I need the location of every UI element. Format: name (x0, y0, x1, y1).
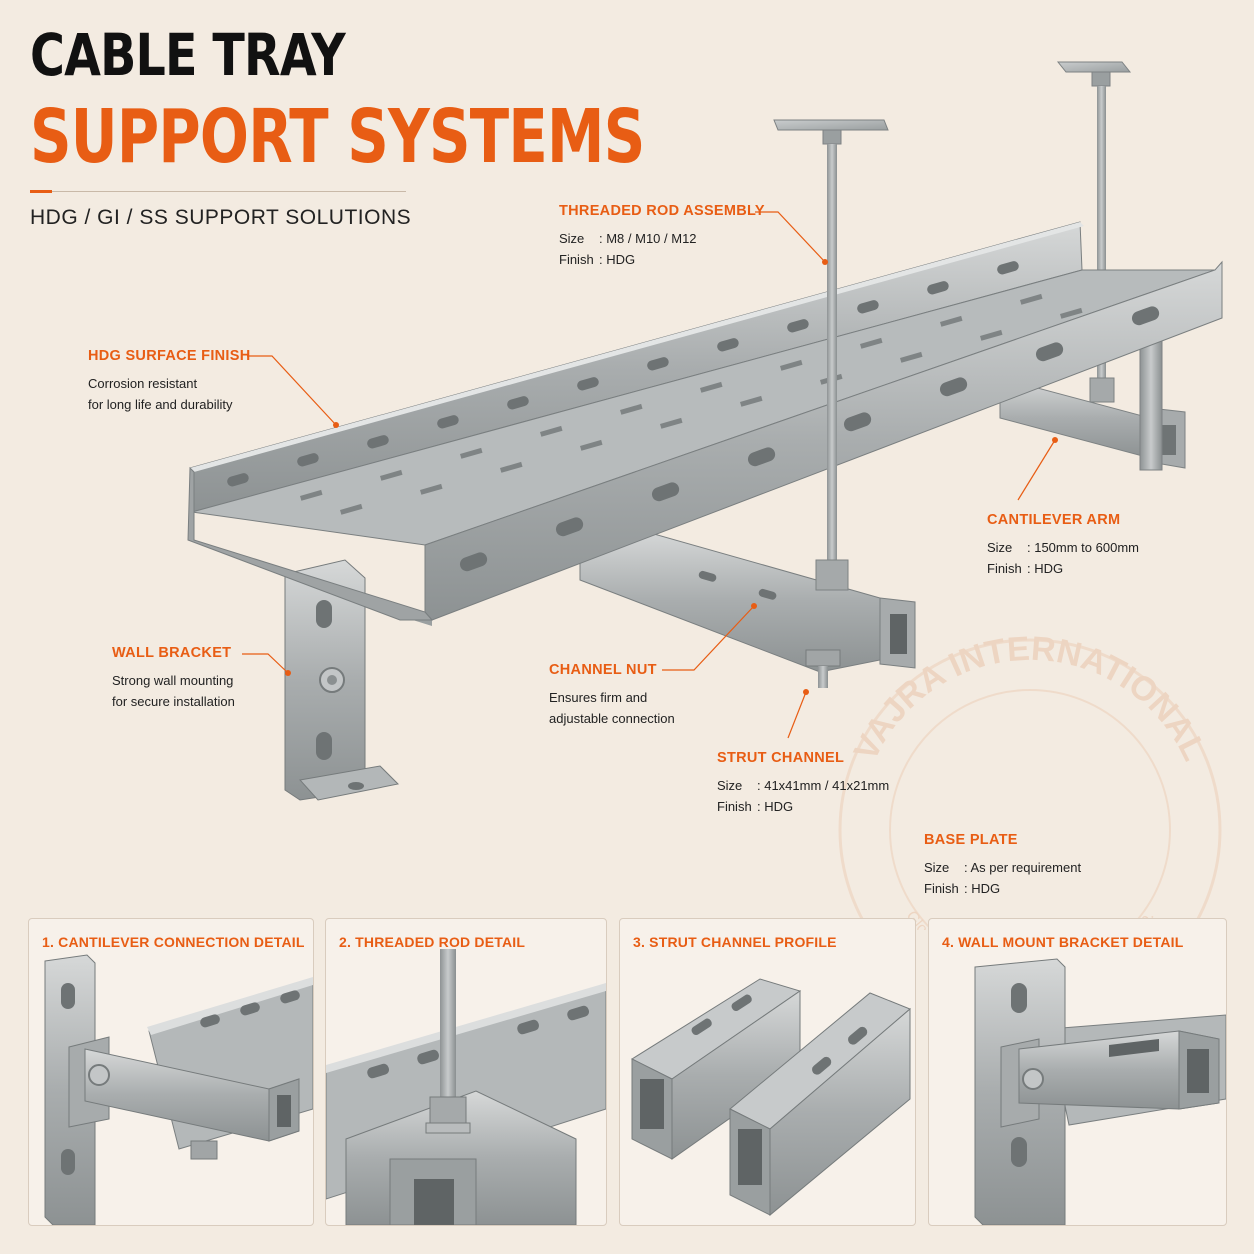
callout-title: THREADED ROD ASSEMBLY (559, 203, 765, 219)
panel-title: 2. THREADED ROD DETAIL (339, 934, 526, 950)
callout-line: Corrosion resistant (88, 376, 198, 391)
spec-value: : As per requirement (964, 860, 1082, 875)
callout-channel-nut: CHANNEL NUT Ensures firm and adjustable … (549, 662, 675, 729)
threaded-rod-right (1056, 61, 1132, 403)
spec-label: Finish (987, 561, 1022, 576)
detail-panel-strut-channel: 3. STRUT CHANNEL PROFILE (619, 918, 916, 1226)
callout-line: adjustable connection (549, 711, 675, 726)
spec-label: Size (559, 231, 585, 246)
spec-value: : HDG (599, 252, 636, 267)
panel-title: 4. WALL MOUNT BRACKET DETAIL (942, 934, 1184, 950)
spec-value: : HDG (964, 881, 1001, 896)
callout-title: WALL BRACKET (112, 645, 232, 661)
callout-leaders (242, 211, 1056, 739)
svg-text:VAJRA INTERNATIONAL: VAJRA INTERNATIONAL (847, 630, 1214, 767)
spec-value: : M8 / M10 / M12 (599, 231, 697, 246)
spec-value: : 150mm to 600mm (1027, 540, 1139, 555)
cable-tray-illustration (187, 61, 1223, 801)
callout-strut-channel: STRUT CHANNEL Size : 41x41mm / 41x21mm Fi… (717, 750, 889, 817)
spec-label: Size (717, 778, 743, 793)
callout-wall-bracket: WALL BRACKET Strong wall mounting for se… (112, 645, 235, 712)
panel-title: 1. CANTILEVER CONNECTION DETAIL (42, 934, 305, 950)
spec-label: Finish (924, 881, 959, 896)
callout-threaded-rod: THREADED ROD ASSEMBLY Size : M8 / M10 / M… (559, 203, 765, 270)
strut-channel-detail-illustration (630, 978, 911, 1217)
spec-value: : HDG (757, 799, 794, 814)
callout-dots (285, 259, 1058, 695)
callout-title: BASE PLATE (924, 832, 1018, 848)
page-title: CABLE TRAY (30, 21, 346, 89)
callout-title: CHANNEL NUT (549, 662, 657, 678)
page-title-accent: SUPPORT SYSTEMS (30, 94, 645, 180)
callout-line: Strong wall mounting (112, 673, 234, 688)
callout-cantilever-arm: CANTILEVER ARM Size : 150mm to 600mm Fini… (987, 512, 1139, 579)
threaded-rod-front (773, 119, 889, 591)
detail-panel-threaded-rod: 2. THREADED ROD DETAIL (325, 918, 607, 1226)
spec-value: : 41x41mm / 41x21mm (757, 778, 890, 793)
callout-hdg-finish: HDG SURFACE FINISH Corrosion resistant f… (88, 348, 251, 415)
page-subtitle: HDG / GI / SS SUPPORT SOLUTIONS (30, 206, 412, 229)
detail-panel-cantilever: 1. CANTILEVER CONNECTION DETAIL (28, 918, 314, 1226)
callout-line: for secure installation (112, 694, 235, 709)
tray-front-wall (187, 260, 1223, 626)
tray-back-wall-slots (227, 261, 1019, 487)
cantilever-arm-back (999, 339, 1186, 471)
detail-panel-wall-bracket: 4. WALL MOUNT BRACKET DETAIL (928, 918, 1227, 1226)
callout-base-plate: BASE PLATE Size : As per requirement Fini… (924, 832, 1081, 899)
callout-line: for long life and durability (88, 397, 233, 412)
panel-title: 3. STRUT CHANNEL PROFILE (633, 934, 837, 950)
spec-label: Finish (559, 252, 594, 267)
callout-line: Ensures firm and (549, 690, 648, 705)
callout-title: CANTILEVER ARM (987, 512, 1121, 528)
spec-label: Size (987, 540, 1013, 555)
strut-channel-front (579, 529, 916, 688)
spec-value: : HDG (1027, 561, 1064, 576)
title-divider (30, 190, 406, 193)
watermark-name: VAJRA INTERNATIONAL (847, 630, 1214, 767)
callout-title: HDG SURFACE FINISH (88, 348, 251, 364)
wall-bracket-detail-illustration (974, 958, 1226, 1225)
callout-title: STRUT CHANNEL (717, 750, 845, 766)
threaded-rod-detail-illustration (326, 949, 606, 1225)
wall-bracket (284, 559, 400, 801)
cantilever-detail-illustration (44, 954, 313, 1225)
spec-label: Size (924, 860, 950, 875)
spec-label: Finish (717, 799, 752, 814)
